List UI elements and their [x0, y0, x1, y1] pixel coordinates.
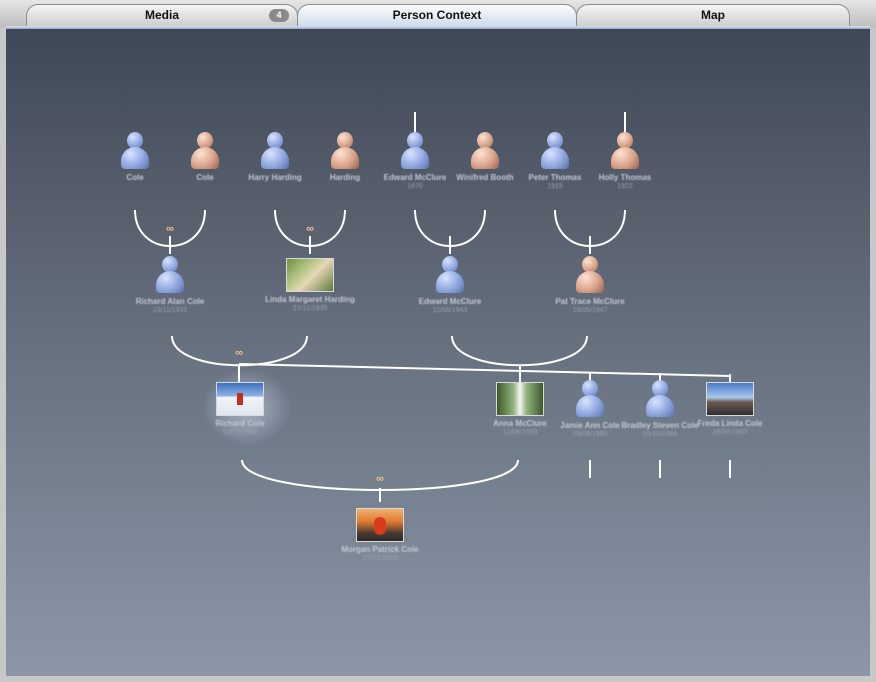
person-date: 1922	[617, 183, 633, 190]
wedding-rings-icon: ∞	[376, 473, 384, 485]
tab-bar: Media 4 Person Context Map	[0, 0, 876, 28]
wedding-rings-icon: ∞	[166, 223, 174, 235]
person-name: Winifred Booth	[456, 173, 514, 182]
female-person-icon	[575, 256, 605, 294]
wedding-rings-icon: ∞	[306, 223, 314, 235]
male-person-icon	[120, 132, 150, 170]
tab-media-label: Media	[144, 8, 179, 22]
person-node[interactable]: Freda Linda Cole 28/09/1993	[685, 382, 775, 437]
tab-map-label: Map	[701, 8, 725, 22]
person-node[interactable]: Edward McClure 1870	[370, 132, 460, 191]
person-node[interactable]: Holly Thomas 1922	[580, 132, 670, 191]
tab-person-context[interactable]: Person Context	[297, 4, 577, 26]
relationship-lines	[134, 112, 731, 502]
person-date: 1915	[547, 183, 563, 190]
male-person-icon	[540, 132, 570, 170]
female-person-icon	[610, 132, 640, 170]
male-person-icon	[400, 132, 430, 170]
person-name: Morgan Patrick Cole	[341, 545, 419, 554]
tab-person-context-label: Person Context	[392, 8, 482, 22]
person-name: Holly Thomas	[598, 173, 652, 182]
person-name: Harding	[329, 173, 361, 182]
family-tree-canvas[interactable]: ∞ ∞ ∞ ∞ Cole Cole Harry Harding Harding …	[6, 28, 870, 676]
person-date: 10/10/1989	[642, 431, 678, 438]
person-name: Edward McClure	[383, 173, 447, 182]
tab-map[interactable]: Map	[576, 4, 850, 26]
person-date: 12/12/1958	[222, 429, 258, 436]
person-name: Anna McClure	[493, 419, 547, 428]
skier-snow-photo	[216, 382, 264, 416]
person-node[interactable]: Jamie Ann Cole 03/06/1983	[545, 380, 635, 439]
person-node[interactable]: Richard Alan Cole 23/11/1931	[125, 256, 215, 315]
person-date: 19/05/1947	[572, 307, 608, 314]
child-orange-jacket-photo	[356, 508, 404, 542]
male-person-icon	[155, 256, 185, 294]
female-person-icon	[190, 132, 220, 170]
person-date: 03/06/1983	[572, 431, 608, 438]
person-node[interactable]: Anna McClure 12/06/1959	[475, 382, 565, 437]
person-name: Harry Harding	[248, 173, 302, 182]
person-node[interactable]: Winifred Booth	[440, 132, 530, 182]
person-name: Freda Linda Cole	[697, 419, 763, 428]
person-node[interactable]: Harry Harding	[230, 132, 320, 182]
person-node[interactable]: Bradley Steven Cole 10/10/1989	[615, 380, 705, 439]
person-node[interactable]: Pat Trace McClure 19/05/1947	[545, 256, 635, 315]
wedding-rings-icon: ∞	[235, 347, 243, 359]
person-node[interactable]: Edward McClure 11/06/1943	[405, 256, 495, 315]
person-date: 11/06/1943	[432, 307, 468, 314]
person-name: Richard Cole	[215, 419, 265, 428]
person-node[interactable]: Peter Thomas 1915	[510, 132, 600, 191]
person-name: Cole	[196, 173, 214, 182]
person-date: 28/09/1993	[712, 429, 748, 436]
person-node[interactable]: Morgan Patrick Cole 27/01/2003	[335, 508, 425, 563]
media-count-badge: 4	[269, 9, 289, 22]
person-name: Richard Alan Cole	[135, 297, 205, 306]
person-node[interactable]: Cole	[160, 132, 250, 182]
person-node-selected[interactable]: Richard Cole 12/12/1958	[195, 382, 285, 437]
person-date: 12/06/1959	[502, 429, 538, 436]
female-person-icon	[330, 132, 360, 170]
male-person-icon	[260, 132, 290, 170]
canvas-top-border	[6, 26, 870, 29]
person-name: Jamie Ann Cole	[560, 421, 620, 430]
person-node[interactable]: Harding	[300, 132, 390, 182]
person-date: 23/11/1931	[152, 307, 188, 314]
person-name: Edward McClure	[418, 297, 482, 306]
person-name: Bradley Steven Cole	[621, 421, 699, 430]
waterfall-woman-photo	[496, 382, 544, 416]
person-name: Pat Trace McClure	[555, 297, 625, 306]
group-outdoors-photo	[706, 382, 754, 416]
person-node[interactable]: Linda Margaret Harding 21/11/1935	[265, 258, 355, 313]
tab-media[interactable]: Media 4	[26, 4, 298, 26]
person-name: Peter Thomas	[528, 173, 582, 182]
person-node[interactable]: Cole	[90, 132, 180, 182]
person-date: 27/01/2003	[362, 555, 398, 562]
woman-portrait-photo	[286, 258, 334, 292]
male-person-icon	[575, 380, 605, 418]
male-person-icon	[645, 380, 675, 418]
male-person-icon	[435, 256, 465, 294]
person-name: Cole	[126, 173, 144, 182]
person-date: 1870	[407, 183, 423, 190]
person-date: 21/11/1935	[292, 305, 328, 312]
person-name: Linda Margaret Harding	[265, 295, 355, 304]
female-person-icon	[470, 132, 500, 170]
